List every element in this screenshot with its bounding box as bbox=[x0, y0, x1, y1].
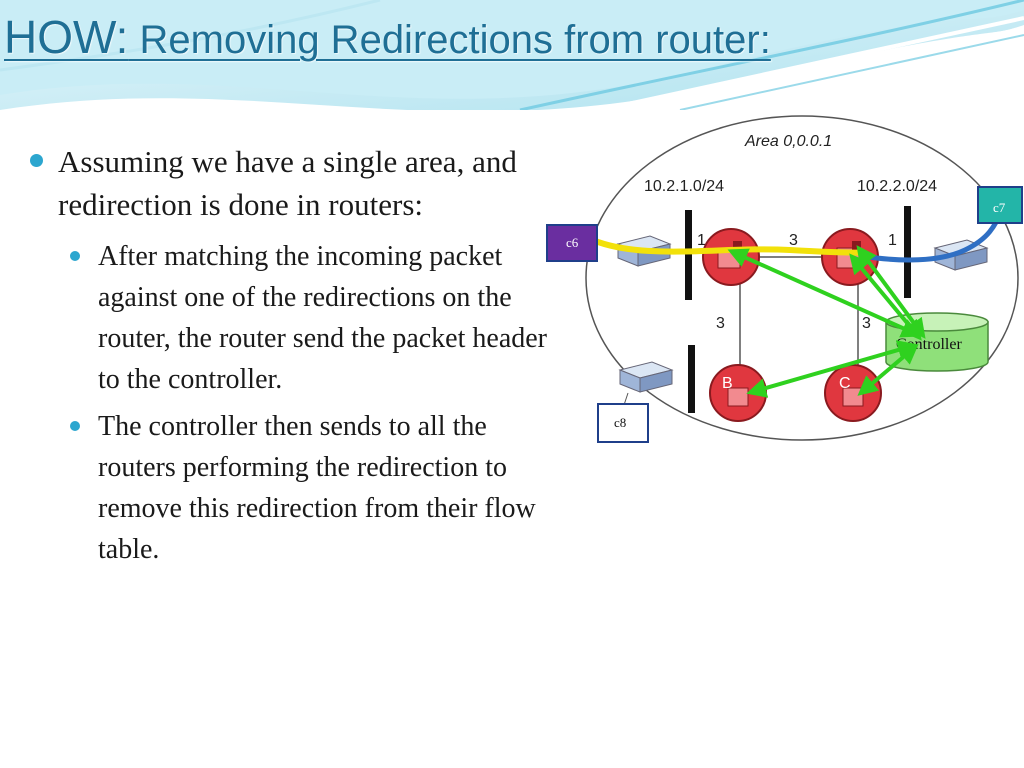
port-label-left: 1 bbox=[697, 232, 706, 249]
router-b bbox=[709, 364, 767, 422]
controller-arrows bbox=[727, 245, 926, 398]
host-c7-label: c7 bbox=[993, 200, 1006, 215]
sub-bullet-list: After matching the incoming packet again… bbox=[28, 236, 588, 570]
subnet-label-left: 10.2.1.0/24 bbox=[644, 178, 724, 195]
router-c-label: C bbox=[839, 375, 851, 392]
host-c8-label: c8 bbox=[614, 415, 626, 430]
area-boundary bbox=[585, 115, 1019, 441]
router-a bbox=[702, 228, 760, 286]
link-cost-right: 3 bbox=[862, 315, 871, 332]
subnet-bar-left bbox=[685, 210, 692, 300]
title-rest: Removing Redirections from router: bbox=[128, 18, 771, 62]
host-c8 bbox=[597, 403, 649, 443]
switch-bottom bbox=[618, 361, 674, 393]
arrow-controller-router-c bbox=[857, 344, 919, 396]
link-cost-left: 3 bbox=[716, 315, 725, 332]
router-c bbox=[824, 364, 882, 422]
arrow-controller-router-d-2 bbox=[856, 245, 926, 339]
sub-bullet: The controller then sends to all the rou… bbox=[68, 406, 568, 570]
sub-bullet: After matching the incoming packet again… bbox=[68, 236, 568, 400]
port-label-right: 1 bbox=[888, 232, 897, 249]
bullet-list: Assuming we have a single area, and redi… bbox=[28, 140, 588, 576]
host-c6 bbox=[546, 224, 598, 262]
area-label: Area 0,0.0.1 bbox=[744, 133, 832, 150]
controller-label: Controller bbox=[896, 336, 962, 353]
subnet-bar-bottom bbox=[688, 345, 695, 413]
title-background-waves bbox=[0, 0, 1024, 110]
subnet-label-right: 10.2.2.0/24 bbox=[857, 178, 937, 195]
subnet-bar-right bbox=[904, 206, 911, 298]
title-lead: HOW: bbox=[4, 11, 129, 63]
main-bullet: Assuming we have a single area, and redi… bbox=[28, 140, 588, 226]
router-b-label: B bbox=[722, 375, 733, 392]
host-c7 bbox=[977, 186, 1023, 224]
link-cost-top: 3 bbox=[789, 232, 798, 249]
slide-title: HOW: Removing Redirections from router: bbox=[4, 10, 771, 64]
host-c6-label: c6 bbox=[566, 235, 579, 250]
